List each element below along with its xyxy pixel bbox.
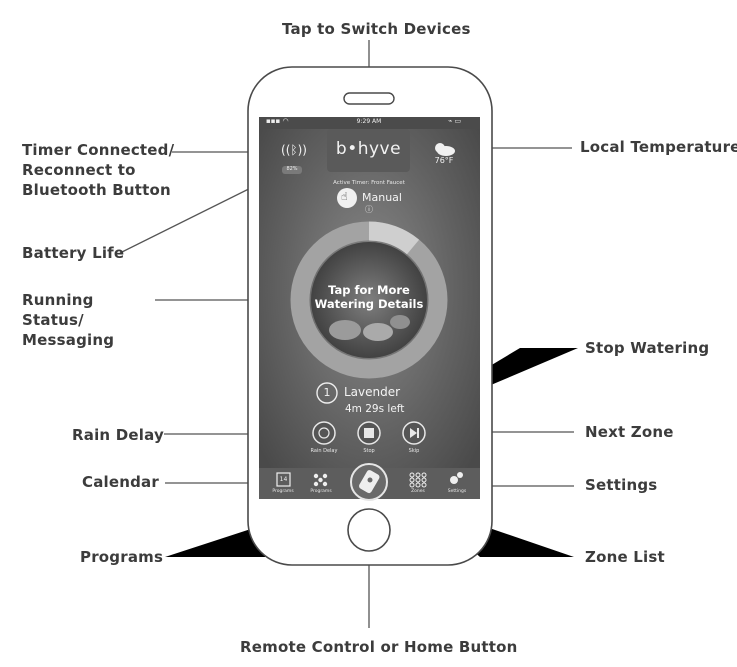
- battery-pill: [282, 166, 302, 174]
- wifi-signal-icon: ▪▪▪ ◠: [266, 117, 289, 125]
- callout-rain-delay: Rain Delay: [72, 426, 164, 444]
- status-bar: [259, 117, 480, 129]
- logo-tab: [327, 129, 410, 172]
- zone-name: Lavender: [344, 385, 401, 399]
- stop-label: Stop: [363, 448, 375, 454]
- local-temperature: 76°F: [434, 156, 454, 165]
- tab-settings-label[interactable]: Settings: [447, 489, 467, 494]
- callout-next-zone: Next Zone: [585, 423, 674, 441]
- callout-calendar: Calendar: [82, 473, 159, 491]
- battery-status-icon: ⌁ ▭: [448, 117, 462, 125]
- time-left: 4m 29s left: [345, 403, 405, 415]
- callout-timer-connected: Timer Connected/ Reconnect to Bluetooth …: [22, 141, 175, 199]
- callout-local-temperature: Local Temperature: [580, 138, 737, 156]
- tab-calendar-label[interactable]: Programs: [272, 489, 294, 494]
- home-button: [347, 508, 391, 552]
- manual-hand-icon[interactable]: ☝: [341, 190, 348, 203]
- bluetooth-icon[interactable]: ((ᛒ)): [281, 143, 307, 157]
- tab-programs-label[interactable]: Programs: [310, 489, 332, 494]
- info-icon[interactable]: ⓘ: [365, 205, 373, 214]
- ring-center-text[interactable]: Tap for More Watering Details: [314, 283, 424, 311]
- settings-tab-icon: [450, 472, 463, 484]
- callout-battery-life: Battery Life: [22, 244, 125, 262]
- rain-delay-button: [312, 421, 336, 445]
- speaker-slot: [343, 92, 395, 105]
- programs-tab-icon: [313, 473, 328, 487]
- callout-stop-watering: Stop Watering: [585, 339, 710, 357]
- rain-delay-label: Rain Delay: [310, 448, 338, 454]
- app-logo[interactable]: b•hyve: [335, 139, 402, 159]
- ring-progress-arc: [368, 221, 420, 255]
- calendar-day: 14: [279, 476, 288, 483]
- active-timer-label: Active Timer: Front Faucet: [333, 180, 405, 186]
- battery-percent: 82%: [286, 166, 298, 172]
- zone-number-circle: [316, 382, 338, 404]
- callout-tap-switch: Tap to Switch Devices: [282, 20, 471, 38]
- zones-tab-icon: [409, 472, 427, 488]
- skip-label: Skip: [408, 448, 420, 454]
- status-time: 9:29 AM: [356, 118, 382, 125]
- callout-remote-control: Remote Control or Home Button: [240, 638, 518, 656]
- tab-zones-label[interactable]: Zones: [411, 489, 425, 494]
- calendar-tab-icon: [276, 472, 291, 487]
- callout-programs: Programs: [80, 548, 164, 566]
- callout-settings: Settings: [585, 476, 658, 494]
- manual-icon-circle: [337, 188, 357, 208]
- zone-number: 1: [323, 386, 331, 399]
- callout-running-status: Running Status/ Messaging: [22, 291, 115, 349]
- callout-zone-list: Zone List: [585, 548, 665, 566]
- mode-label[interactable]: Manual: [362, 191, 402, 204]
